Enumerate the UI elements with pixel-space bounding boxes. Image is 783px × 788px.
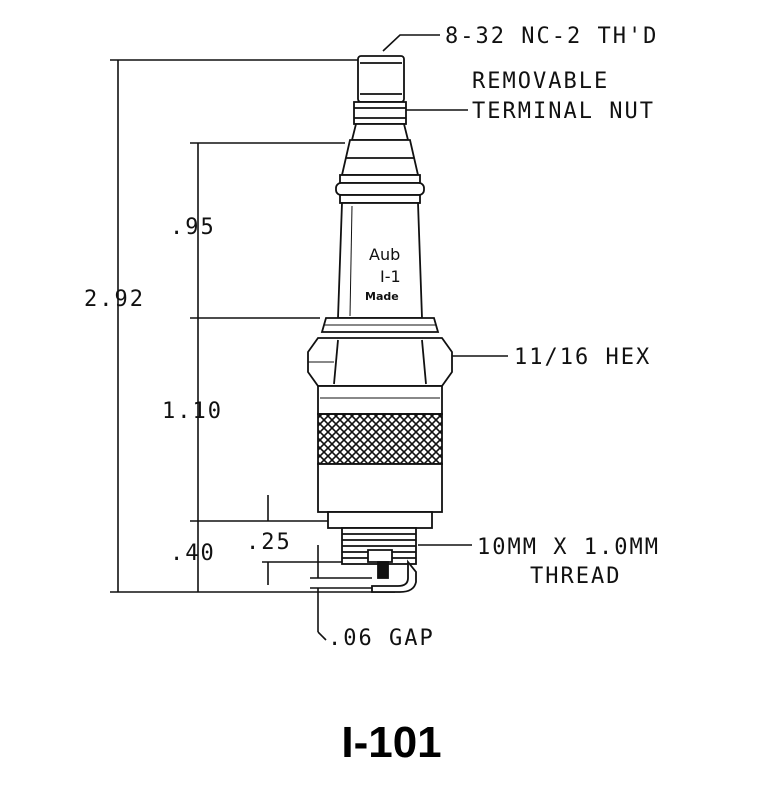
spark-plug — [307, 55, 453, 593]
terminal-nut-label-2: TERMINAL NUT — [472, 99, 655, 124]
terminal-nut-label-1: REMOVABLE — [472, 69, 609, 94]
lower-dimension: .40 — [170, 541, 216, 566]
part-number-title: I-101 — [341, 718, 442, 767]
marking-line-1: Aub — [369, 245, 400, 264]
marking-line-3: Made — [365, 290, 399, 303]
dimension-lines — [110, 34, 508, 641]
thread-top-label: 8-32 NC-2 TH'D — [445, 24, 658, 49]
hex-label: 11/16 HEX — [514, 345, 651, 370]
marking-line-2: I-1 — [380, 267, 401, 286]
middle-dimension: 1.10 — [162, 399, 223, 424]
reach-dimension: .25 — [246, 530, 292, 555]
upper-dimension: .95 — [170, 215, 216, 240]
thread-label-2: THREAD — [530, 564, 621, 589]
gap-label: .06 GAP — [328, 626, 435, 651]
thread-label-1: 10MM X 1.0MM — [477, 535, 660, 560]
overall-dimension: 2.92 — [84, 287, 145, 312]
